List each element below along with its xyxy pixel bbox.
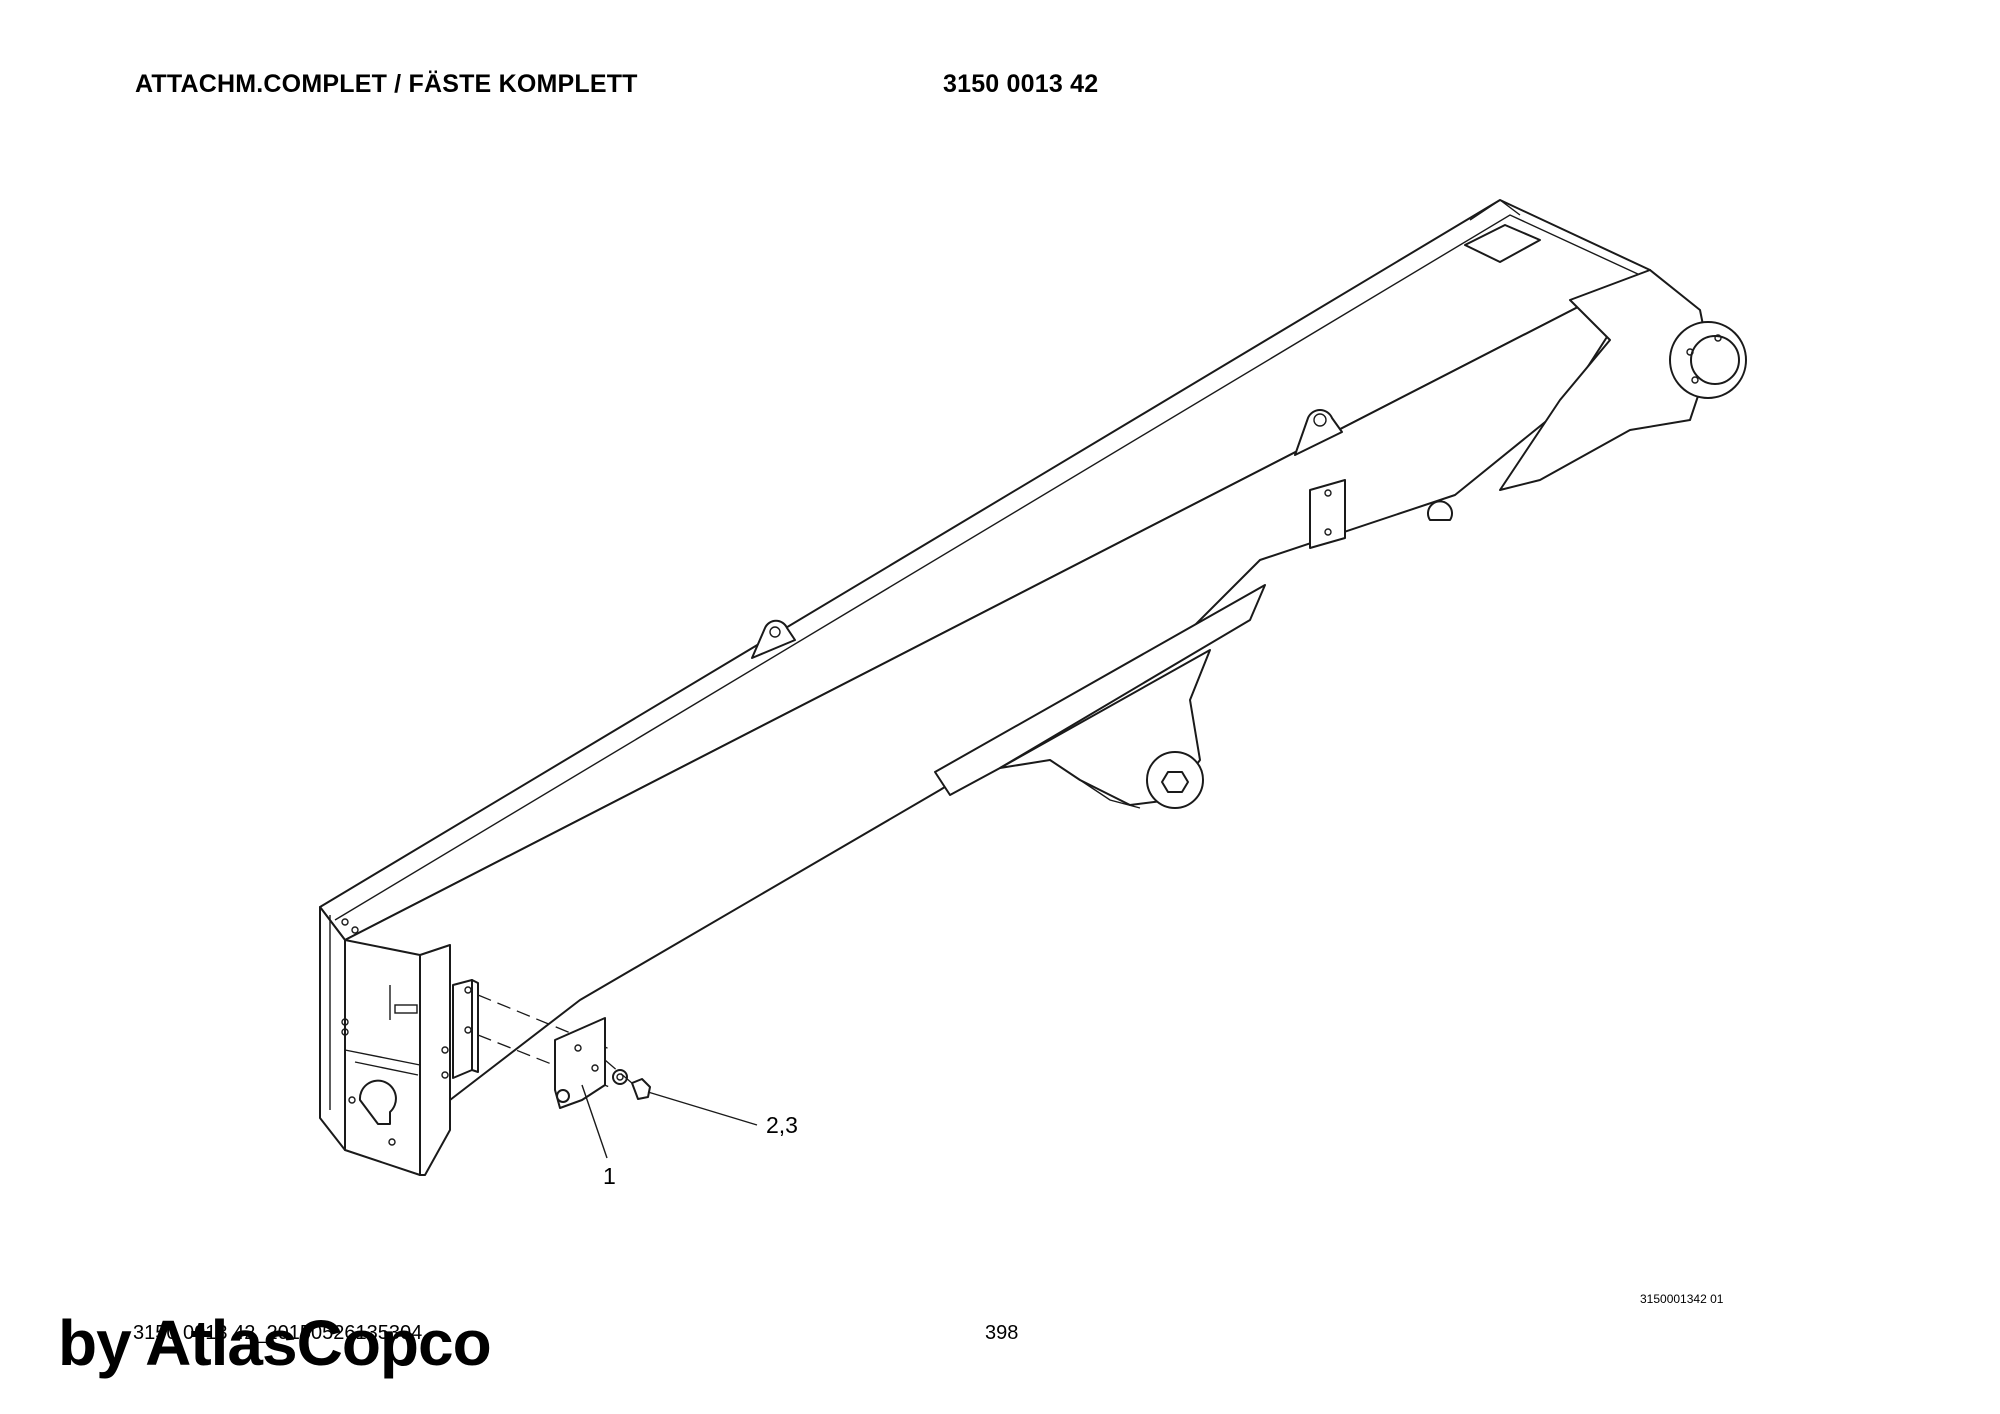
- part-number: 3150 0013 42: [943, 70, 1099, 98]
- side-pad: [1309, 479, 1346, 549]
- boom-body: [319, 199, 1651, 1151]
- lifting-lug-front: [751, 619, 796, 659]
- lower-bracket: [934, 584, 1266, 809]
- page-number: 398: [985, 1322, 1019, 1344]
- callout-item-1: 1: [603, 1163, 616, 1189]
- callout-item-2-3: 2,3: [766, 1112, 798, 1138]
- leader-item-1: [581, 1084, 608, 1159]
- leader-item-2-3: [647, 1091, 758, 1126]
- rear-pivot: [1427, 269, 1747, 521]
- page-title: ATTACHM.COMPLET / FÄSTE KOMPLETT: [135, 70, 638, 98]
- lifting-lug-rear: [1294, 409, 1343, 456]
- boom-front-plate: [319, 906, 451, 1176]
- mounting-plate-exploded: [452, 979, 651, 1109]
- document-reference: 3150 0013 42_20150526135304: [133, 1322, 423, 1344]
- drawing-reference: 3150001342 01: [1640, 1292, 1724, 1306]
- watermark: by AtlasCopco: [58, 1307, 492, 1379]
